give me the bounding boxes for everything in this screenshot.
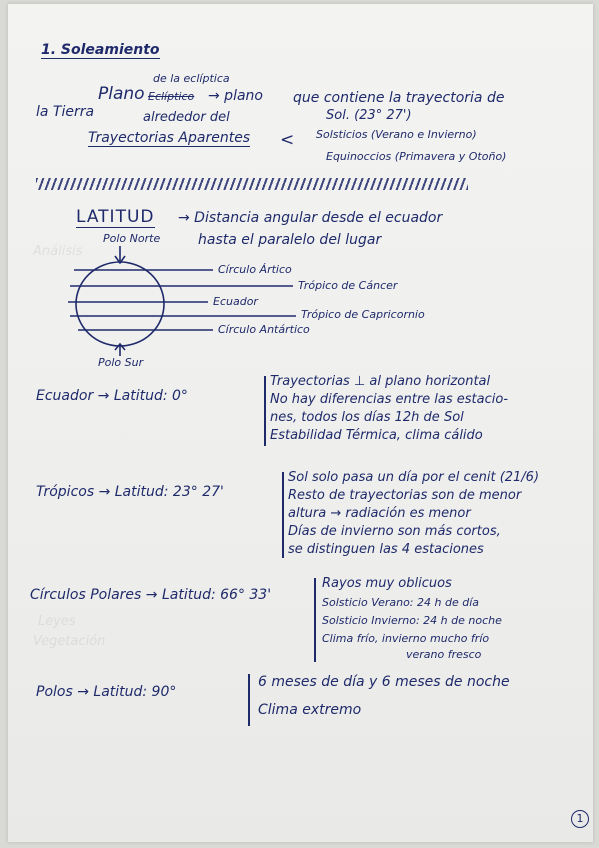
north-arrow-head [114, 255, 126, 265]
zone-tropicos-heading: Trópicos → Latitud: 23° 27' [36, 484, 224, 500]
zone-ecuador-note: Trayectorias ⊥ al plano horizontal [270, 374, 491, 389]
south-arrow-head [114, 342, 126, 351]
scribbled-out-line [36, 178, 468, 190]
polo-norte-label: Polo Norte [103, 232, 161, 245]
ghost-text: Vegetación [33, 634, 106, 649]
zone-polos-note: Clima extremo [258, 702, 362, 718]
plano-definition-2-left: la Tierra [36, 104, 95, 120]
globe-diagram [68, 246, 296, 356]
plano-label: Plano [98, 84, 145, 104]
polo-sur-label: Polo Sur [98, 356, 144, 369]
crossed-word: Eclíptico [148, 90, 195, 103]
zone-tropicos-note: Resto de trayectorias son de menor [288, 488, 522, 503]
zone-tropicos-note: se distinguen las 4 estaciones [288, 542, 484, 557]
latitud-definition-1: → Distancia angular desde el ecuador [178, 210, 443, 226]
latitud-definition-2: hasta el paralelo del lugar [198, 232, 382, 248]
ghost-text: Leyes [38, 614, 76, 629]
zone-tropicos-note: altura → radiación es menor [288, 506, 471, 521]
plano-definition-2-right: Sol. (23° 27') [326, 108, 412, 123]
zone-polos-heading: Polos → Latitud: 90° [36, 684, 177, 700]
zone-ecuador-heading: Ecuador → Latitud: 0° [36, 388, 188, 404]
insert-above: de la eclíptica [153, 72, 230, 85]
plano-arrow: → plano [208, 88, 263, 104]
zone-polares-note: Rayos muy oblicuos [322, 576, 452, 591]
plano-definition-1: que contiene la trayectoria de [293, 90, 505, 106]
zone-polos-brace [248, 674, 250, 726]
page-number: 1 [571, 810, 589, 828]
trayectorias-label: Trayectorias Aparentes [88, 130, 251, 147]
zone-ecuador-note: No hay diferencias entre las estacio- [270, 392, 509, 407]
zone-ecuador-note: nes, todos los días 12h de Sol [270, 410, 464, 425]
notebook-page: Análisis Leyes Vegetación 1. Soleamiento… [8, 4, 593, 842]
zone-polos-note: 6 meses de día y 6 meses de noche [258, 674, 510, 690]
zone-polares-brace [314, 578, 316, 662]
zone-tropicos-brace [282, 472, 284, 558]
plano-definition-2-mid: alrededor del [143, 110, 230, 125]
solsticios-text: Solsticios (Verano e Invierno) [316, 128, 477, 141]
zone-tropicos-note: Días de invierno son más cortos, [288, 524, 501, 539]
line-label-antarctic: Círculo Antártico [218, 323, 310, 336]
zone-polares-note: Solsticio Invierno: 24 h de noche [322, 614, 502, 627]
zone-ecuador-brace [264, 376, 266, 446]
zone-polares-note: Solsticio Verano: 24 h de día [322, 596, 480, 609]
latitud-label: LATITUD [76, 207, 155, 228]
equinoccios-text: Equinoccios (Primavera y Otoño) [326, 150, 507, 163]
earth-circle [75, 261, 165, 347]
zone-polares-note: Clima frío, invierno mucho frío [322, 632, 490, 645]
zone-polares-heading: Círculos Polares → Latitud: 66° 33' [30, 587, 272, 603]
ghost-text: Análisis [33, 244, 83, 259]
line-label-capricorn: Trópico de Capricornio [301, 308, 425, 321]
line-label-arctic: Círculo Ártico [218, 263, 292, 276]
zone-tropicos-note: Sol solo pasa un día por el cenit (21/6) [288, 470, 540, 485]
zone-polares-note: verano fresco [406, 648, 482, 661]
zone-ecuador-note: Estabilidad Térmica, clima cálido [270, 428, 483, 443]
line-label-ecuador: Ecuador [213, 295, 258, 308]
section-title: 1. Soleamiento [41, 42, 160, 59]
bracket-symbol: < [280, 130, 295, 150]
line-label-cancer: Trópico de Cáncer [298, 279, 398, 292]
